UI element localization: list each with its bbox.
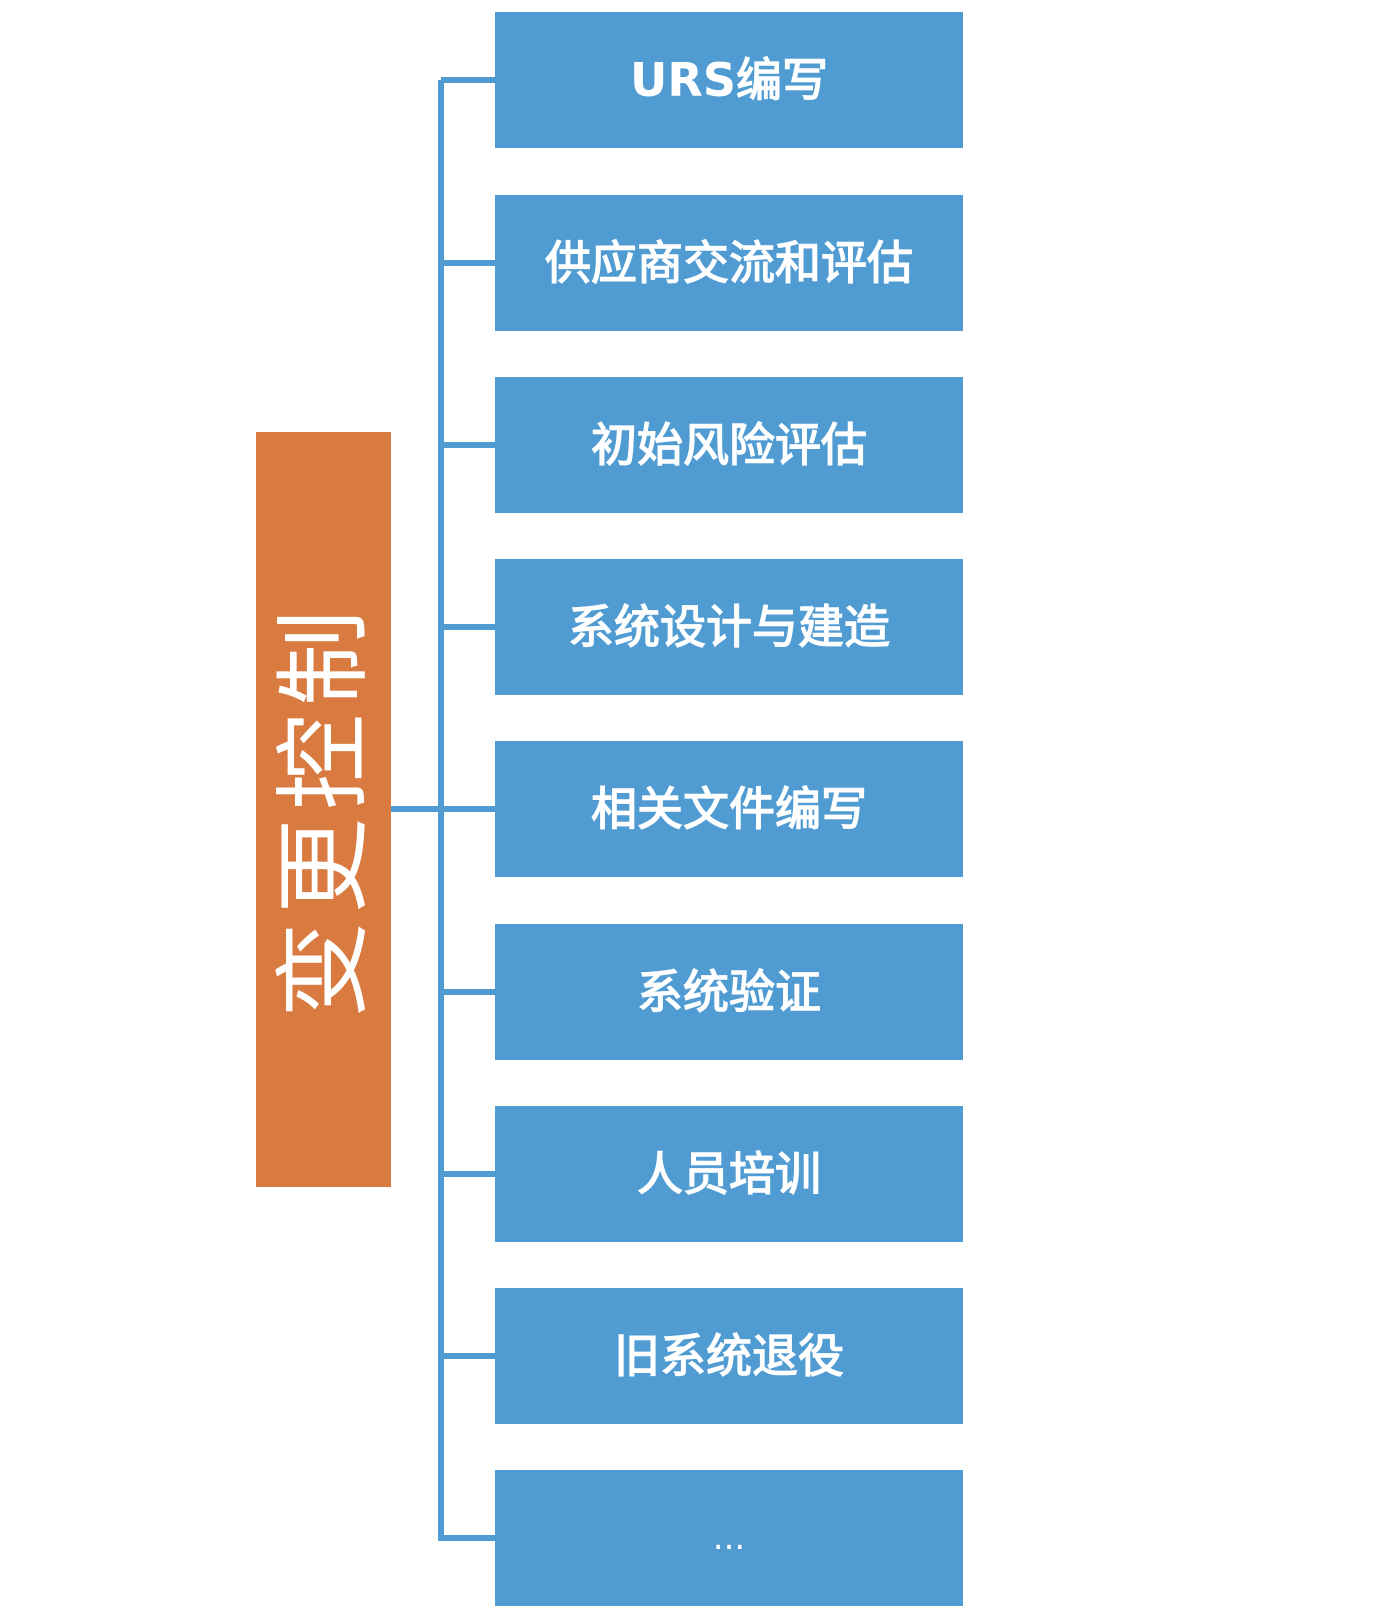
child-node-label: ... xyxy=(712,1518,746,1558)
child-node-label: 相关文件编写 xyxy=(591,782,867,836)
child-node-personnel-training: 人员培训 xyxy=(495,1106,963,1242)
child-node-urs-writing: URS编写 xyxy=(495,12,963,148)
root-node-label: 变更控制 xyxy=(267,601,380,1018)
child-node-label: URS编写 xyxy=(630,53,828,107)
child-node-system-design-build: 系统设计与建造 xyxy=(495,559,963,695)
root-node: 变更控制 xyxy=(256,432,391,1187)
child-node-label: 人员培训 xyxy=(637,1147,821,1201)
child-node-label: 供应商交流和评估 xyxy=(545,236,913,290)
child-node-initial-risk-assessment: 初始风险评估 xyxy=(495,377,963,513)
child-node-label: 初始风险评估 xyxy=(591,418,867,472)
child-node-system-validation: 系统验证 xyxy=(495,924,963,1060)
child-node-legacy-retirement: 旧系统退役 xyxy=(495,1288,963,1424)
child-node-label: 旧系统退役 xyxy=(614,1329,844,1383)
child-node-document-writing: 相关文件编写 xyxy=(495,741,963,877)
child-node-supplier-evaluation: 供应商交流和评估 xyxy=(495,195,963,331)
child-node-label: 系统设计与建造 xyxy=(568,600,890,654)
child-node-more: ... xyxy=(495,1470,963,1606)
child-node-label: 系统验证 xyxy=(637,965,821,1019)
